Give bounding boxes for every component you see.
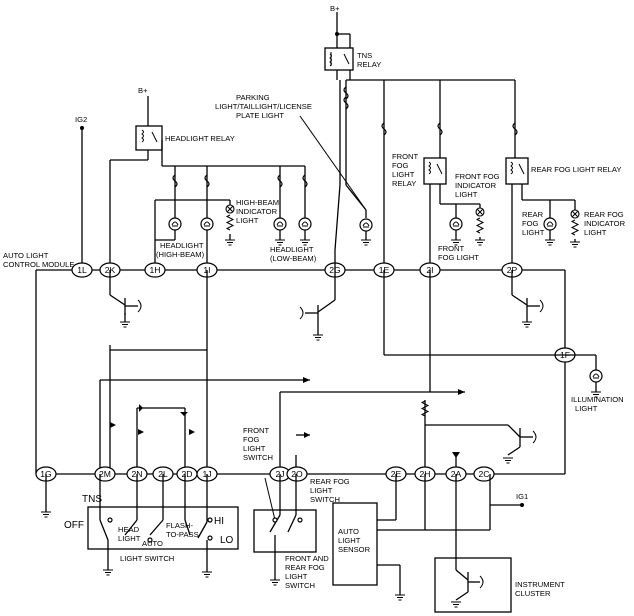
labels: B+ TNS RELAY B+ IG2 HEADLIGHT RELAY PARK… bbox=[3, 4, 626, 598]
fr-sw-label-1: FRONT AND bbox=[285, 554, 329, 563]
instrument-cluster bbox=[434, 474, 512, 613]
bottom-pin-label: 2C bbox=[479, 469, 490, 479]
rfog-ind-label-3: LIGHT bbox=[584, 228, 607, 237]
top-pin-1l: 1L bbox=[71, 262, 93, 278]
tns-switch-label: TNS bbox=[82, 494, 102, 505]
ffog-sw-label-4: SWITCH bbox=[243, 453, 273, 462]
fr-sw-label-3: LIGHT bbox=[285, 572, 308, 581]
fog-light-switch bbox=[253, 474, 317, 586]
hl-low-label-1: HEADLIGHT bbox=[270, 245, 314, 254]
bplus-top-label: B+ bbox=[330, 4, 340, 13]
top-pin-label: 1H bbox=[150, 265, 161, 275]
rfog-light-label-2: FOG bbox=[522, 219, 539, 228]
illum-label-1: ILLUMINATION bbox=[571, 395, 624, 404]
light-switch bbox=[40, 474, 239, 578]
light-switch-label: LIGHT SWITCH bbox=[120, 554, 174, 563]
parking-label-3: PLATE LIGHT bbox=[236, 111, 284, 120]
head-light-label-1: HEAD bbox=[118, 525, 140, 534]
bottom-pin-2c: 2C bbox=[473, 466, 495, 482]
fr-sw-label-2: REAR FOG bbox=[285, 563, 325, 572]
ffog-light-label-2: FOG LIGHT bbox=[438, 253, 479, 262]
tns-relay-label: TNS bbox=[357, 51, 372, 60]
top-pin-1h: 1H bbox=[144, 262, 166, 278]
ffog-ind-label-1: FRONT FOG bbox=[455, 172, 500, 181]
headlight-relay-label: HEADLIGHT RELAY bbox=[165, 134, 235, 143]
tns-relay-label-2: RELAY bbox=[357, 60, 381, 69]
ig2-label: IG2 bbox=[75, 115, 87, 124]
bottom-pin-2m: 2M bbox=[94, 466, 116, 482]
rfog-light-label-3: LIGHT bbox=[522, 228, 545, 237]
off-label: OFF bbox=[64, 520, 84, 531]
rfog-relay-label: REAR FOG LIGHT RELAY bbox=[531, 165, 621, 174]
parking-label-2: LIGHT/TAILLIGHT/LICENSE bbox=[215, 102, 312, 111]
fr-sw-label-4: SWITCH bbox=[285, 581, 315, 590]
front-fog-relay bbox=[423, 157, 486, 270]
module-internals bbox=[99, 270, 603, 474]
rfog-light-label-1: REAR bbox=[522, 210, 544, 219]
ffog-relay-label-3: LIGHT bbox=[392, 170, 415, 179]
bottom-pin-2o: 2O bbox=[286, 466, 308, 482]
hl-low-label-2: (LOW-BEAM) bbox=[270, 254, 317, 263]
auto-label: AUTO bbox=[142, 539, 163, 548]
rfog-sw-label-1: REAR FOG bbox=[310, 477, 350, 486]
sensor-label-1: AUTO bbox=[338, 527, 359, 536]
ffog-relay-label-2: FOG bbox=[392, 161, 409, 170]
head-light-label-2: LIGHT bbox=[118, 534, 141, 543]
hl-high-label-2: (HIGH-BEAM) bbox=[156, 250, 205, 259]
ffog-ind-label-3: LIGHT bbox=[455, 190, 478, 199]
ig1-label: IG1 bbox=[516, 492, 528, 501]
bottom-pin-label: 2M bbox=[99, 469, 111, 479]
rfog-sw-label-3: SWITCH bbox=[310, 495, 340, 504]
cluster-label-2: CLUSTER bbox=[515, 589, 551, 598]
bplus-left-label: B+ bbox=[138, 86, 148, 95]
rfog-ind-label-1: REAR FOG bbox=[584, 210, 624, 219]
sensor-label-2: LIGHT bbox=[338, 536, 361, 545]
hb-ind-label-1: HIGH-BEAM bbox=[236, 198, 279, 207]
module-outline bbox=[35, 269, 566, 475]
hl-high-label-1: HEADLIGHT bbox=[160, 241, 204, 250]
hb-ind-label-2: INDICATOR bbox=[236, 207, 278, 216]
bottom-pin-label: 2D bbox=[182, 469, 193, 479]
top-pin-label: 1L bbox=[77, 265, 87, 275]
module-label-2: CONTROL MODULE bbox=[3, 260, 74, 269]
rfog-ind-label-2: INDICATOR bbox=[584, 219, 626, 228]
cluster-label-1: INSTRUMENT bbox=[515, 580, 565, 589]
headlight-relay bbox=[109, 96, 312, 270]
tns-relay bbox=[299, 12, 518, 270]
ffog-ind-label-2: INDICATOR bbox=[455, 181, 497, 190]
rfog-sw-label-2: LIGHT bbox=[310, 486, 333, 495]
ffog-light-label-1: FRONT bbox=[438, 244, 465, 253]
ffog-sw-label-3: LIGHT bbox=[243, 444, 266, 453]
parking-label-1: PARKING bbox=[236, 93, 270, 102]
rear-fog-relay bbox=[505, 157, 581, 270]
ffog-sw-label-1: FRONT bbox=[243, 426, 270, 435]
ffog-relay-label-1: FRONT bbox=[392, 152, 419, 161]
ig2-line bbox=[80, 126, 84, 270]
sensor-label-3: SENSOR bbox=[338, 545, 371, 554]
lo-label: LO bbox=[220, 535, 234, 546]
module-label-1: AUTO LIGHT bbox=[3, 251, 49, 260]
flash-label-2: TO-PASS bbox=[166, 530, 199, 539]
auto-light-sensor bbox=[332, 474, 524, 601]
hb-ind-label-3: LIGHT bbox=[236, 216, 259, 225]
illum-label-2: LIGHT bbox=[575, 404, 598, 413]
bottom-pin-label: 2O bbox=[291, 469, 303, 479]
ffog-relay-label-4: RELAY bbox=[392, 179, 416, 188]
ffog-sw-label-2: FOG bbox=[243, 435, 260, 444]
hi-label: HI bbox=[214, 516, 224, 527]
flash-label-1: FLASH- bbox=[166, 521, 193, 530]
bottom-pin-2d: 2D bbox=[176, 466, 198, 482]
